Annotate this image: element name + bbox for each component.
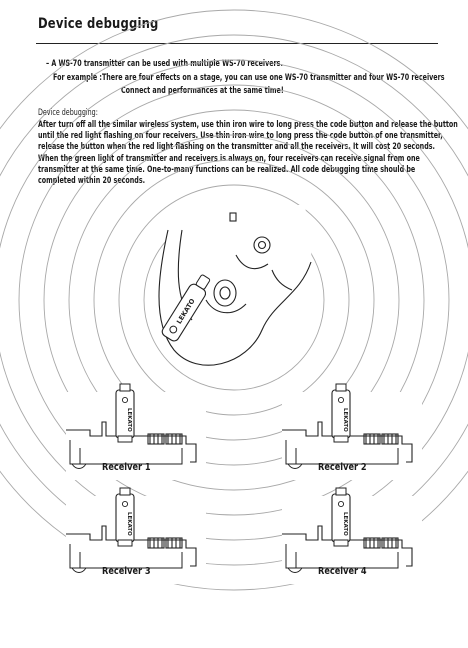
receiver-3-label: Receiver 3 [102,566,151,577]
procedure-line: After turn off all the similar wireless … [38,120,458,130]
title-divider [36,43,438,44]
receiver-group: LEKATO LEKATO [66,383,422,584]
receiver-4-label: Receiver 4 [318,566,367,577]
receiver-1: LEKATO [66,383,206,480]
receiver-2: LEKATO [282,383,422,480]
page-title: Device debugging [38,16,159,32]
receiver-1-label: Receiver 1 [102,462,151,473]
procedure-heading: Device debugging: [38,108,98,118]
guitar-illustration [158,212,312,366]
intro-line-2: For example :There are four effects on a… [53,73,445,83]
signal-waves [0,9,468,591]
transmitter-device: LEKATO [161,274,211,342]
receiver-2-label: Receiver 2 [318,462,367,473]
intro-line-1: – A WS-70 transmitter can be used with m… [46,59,283,69]
intro-line-3: Connect and performances at the same tim… [121,86,284,96]
procedure-line: When the green light of transmitter and … [38,153,420,164]
receiver-brand: LEKATO [126,512,132,536]
procedure-paragraph: After turn off all the similar wireless … [38,120,458,187]
receiver-brand: LEKATO [342,512,348,536]
procedure-line: until the red light flashing on four rec… [38,131,443,142]
procedure-line: completed within 20 seconds. [38,175,146,186]
receiver-3: LEKATO [66,487,206,584]
receiver-4: LEKATO [282,487,422,584]
receiver-brand: LEKATO [126,408,132,432]
procedure-line: release the button when the red light fl… [38,142,435,153]
receiver-brand: LEKATO [342,408,348,432]
procedure-line: transmitter at the same time. One-to-man… [38,164,416,175]
